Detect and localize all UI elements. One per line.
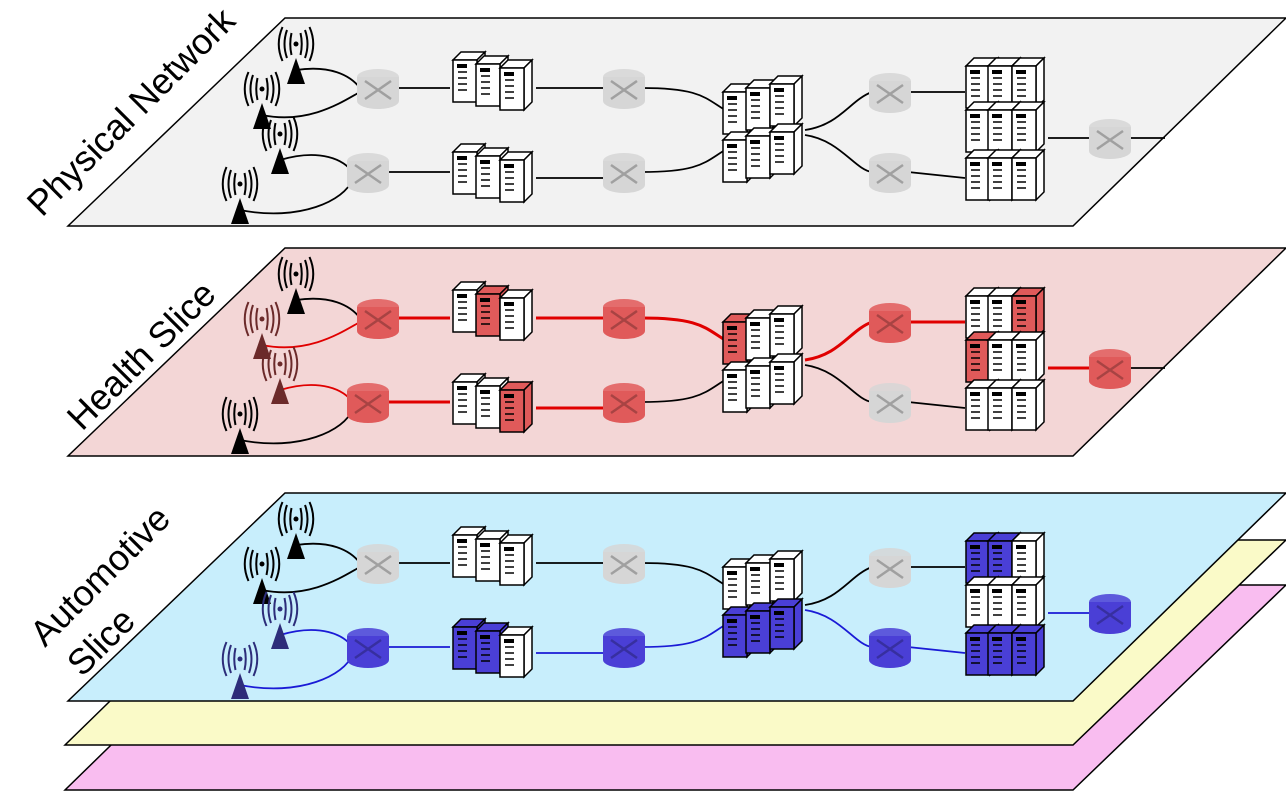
router-icon xyxy=(869,548,911,588)
server-stack-icon xyxy=(1010,56,1046,110)
router-icon xyxy=(1089,349,1131,389)
server-stack-icon xyxy=(498,533,534,587)
router-icon xyxy=(603,69,645,109)
antenna-tower-icon xyxy=(261,116,299,174)
link-a0-r0 xyxy=(295,67,361,89)
router-icon xyxy=(603,299,645,339)
antenna-tower-icon xyxy=(261,591,299,649)
link-r3-s3 xyxy=(641,624,726,648)
link-s2-r4 xyxy=(804,566,873,606)
link-s3-r5 xyxy=(804,364,873,403)
router-icon xyxy=(357,299,399,339)
server-stack-icon xyxy=(1010,148,1046,202)
router-icon xyxy=(347,383,389,423)
link-r3-s3 xyxy=(641,149,726,173)
server-stack-icon xyxy=(1010,100,1046,154)
router-icon xyxy=(357,544,399,584)
server-stack-icon xyxy=(1010,623,1046,677)
router-icon xyxy=(869,303,911,343)
server-stack-icon xyxy=(498,625,534,679)
link-r5-s6 xyxy=(907,401,966,409)
antenna-tower-icon xyxy=(277,26,315,84)
link-s3-r6 xyxy=(804,609,873,648)
link-a1-r0 xyxy=(261,321,361,349)
link-s3-r5 xyxy=(804,134,873,173)
link-a0-r0 xyxy=(295,297,361,319)
router-icon xyxy=(603,544,645,584)
link-r5-s6 xyxy=(907,171,966,179)
server-stack-icon xyxy=(498,150,534,204)
router-icon xyxy=(869,73,911,113)
link-r2-s2 xyxy=(641,87,726,111)
router-icon xyxy=(1089,119,1131,159)
antenna-tower-icon xyxy=(243,301,281,359)
antenna-tower-icon xyxy=(277,501,315,559)
router-icon xyxy=(603,383,645,423)
link-r2-s2 xyxy=(641,562,726,586)
health-slice-layer xyxy=(66,247,1286,457)
router-icon xyxy=(603,153,645,193)
server-stack-icon xyxy=(768,122,804,176)
antenna-tower-icon xyxy=(221,396,259,454)
server-stack-icon xyxy=(1010,286,1046,340)
server-stack-icon xyxy=(1010,378,1046,432)
server-stack-icon xyxy=(1010,531,1046,585)
server-stack-icon xyxy=(498,288,534,342)
antenna-tower-icon xyxy=(261,346,299,404)
antenna-tower-icon xyxy=(243,71,281,129)
link-s2-r4 xyxy=(804,91,873,131)
server-stack-icon xyxy=(768,304,804,358)
server-stack-icon xyxy=(986,531,1022,585)
antenna-tower-icon xyxy=(243,546,281,604)
server-stack-icon xyxy=(768,549,804,603)
antenna-tower-icon xyxy=(221,641,259,699)
link-a0-r0 xyxy=(295,542,361,564)
router-icon xyxy=(869,383,911,423)
automotive-slice-layer xyxy=(66,492,1286,702)
link-a1-r0 xyxy=(261,566,361,594)
link-a1-r0 xyxy=(261,91,361,119)
server-stack-icon xyxy=(1010,575,1046,629)
server-stack-icon xyxy=(1010,330,1046,384)
server-stack-icon xyxy=(768,74,804,128)
server-stack-icon xyxy=(498,380,534,434)
link-s2-r4 xyxy=(804,320,873,362)
antenna-tower-icon xyxy=(277,256,315,314)
link-r6-s6 xyxy=(907,646,966,654)
server-stack-icon xyxy=(768,597,804,651)
link-r2-s2 xyxy=(641,316,726,342)
router-icon xyxy=(603,628,645,668)
link-r3-s3 xyxy=(641,379,726,403)
router-icon xyxy=(347,153,389,193)
antenna-tower-icon xyxy=(221,166,259,224)
router-icon xyxy=(347,628,389,668)
router-icon xyxy=(869,153,911,193)
router-icon xyxy=(869,628,911,668)
server-stack-icon xyxy=(498,58,534,112)
router-icon xyxy=(1089,594,1131,634)
router-icon xyxy=(357,69,399,109)
server-stack-icon xyxy=(768,352,804,406)
physical-network-layer xyxy=(66,17,1286,227)
